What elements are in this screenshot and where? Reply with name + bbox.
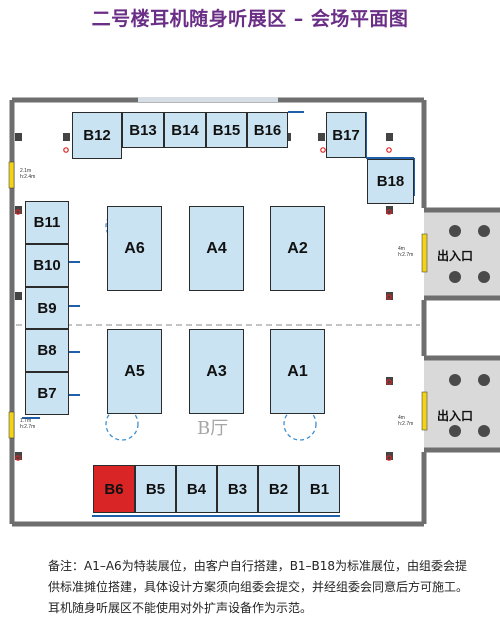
hydrant-marker	[386, 209, 392, 215]
booth-a2[interactable]: A2	[270, 206, 325, 291]
booth-a3[interactable]: A3	[189, 329, 244, 414]
hydrant-marker	[320, 147, 326, 153]
hydrant-marker	[386, 147, 392, 153]
door-marker	[421, 391, 428, 431]
booth-b6[interactable]: B6	[93, 465, 135, 513]
hydrant-marker	[15, 455, 21, 461]
booth-b8[interactable]: B8	[25, 329, 69, 372]
note-text: 备注：A1–A6为特装展位，由客户自行搭建，B1–B18为标准展位，由组委会提供…	[48, 559, 469, 615]
exit-pillar	[478, 225, 490, 237]
column	[63, 133, 70, 141]
booth-b12[interactable]: B12	[72, 112, 122, 159]
exit-room-bottom	[424, 358, 500, 450]
booth-b13[interactable]: B13	[122, 112, 164, 148]
column	[15, 133, 22, 141]
top-window	[138, 97, 278, 102]
hall-b-label: B厅	[197, 418, 229, 439]
hydrant-marker	[63, 147, 69, 153]
column	[318, 133, 325, 141]
hydrant-marker	[15, 209, 21, 215]
booth-b7[interactable]: B7	[25, 372, 69, 415]
hydrant-marker	[386, 455, 392, 461]
column	[15, 292, 22, 300]
exit-label-top: 出入口	[437, 249, 474, 263]
page-title: 二号楼耳机随身听展区 – 会场平面图	[91, 8, 409, 30]
column	[386, 133, 393, 141]
exit-pillar	[449, 271, 461, 283]
dashed-circle	[105, 407, 139, 441]
dashed-circle	[283, 407, 317, 441]
booth-b10[interactable]: B10	[25, 244, 69, 287]
booth-b2[interactable]: B2	[258, 465, 299, 513]
exit-pillar	[478, 425, 490, 437]
exit-label-bottom: 出入口	[437, 409, 474, 423]
column	[386, 292, 393, 300]
booth-b9[interactable]: B9	[25, 287, 69, 329]
booth-a1[interactable]: A1	[270, 329, 325, 414]
door-marker	[421, 233, 428, 273]
walls	[9, 97, 427, 527]
booth-b4[interactable]: B4	[176, 465, 217, 513]
hydrant-marker	[386, 379, 392, 385]
booth-a6[interactable]: A6	[107, 206, 162, 291]
exit-pillar	[478, 271, 490, 283]
exit-pillar	[449, 425, 461, 437]
booth-b14[interactable]: B14	[164, 112, 206, 148]
exit-pillar	[449, 374, 461, 386]
booth-b5[interactable]: B5	[135, 465, 176, 513]
booth-b11[interactable]: B11	[25, 201, 69, 244]
booth-b16[interactable]: B16	[247, 112, 288, 148]
booth-b1[interactable]: B1	[299, 465, 340, 513]
hydrant-marker	[386, 294, 392, 300]
booth-a5[interactable]: A5	[107, 329, 162, 414]
booth-b3[interactable]: B3	[217, 465, 258, 513]
booth-b15[interactable]: B15	[206, 112, 247, 148]
booth-b17[interactable]: B17	[326, 112, 366, 158]
exit-room-top	[424, 210, 500, 298]
floor-plan	[8, 97, 500, 527]
door-marker	[8, 411, 15, 439]
booth-b18[interactable]: B18	[367, 159, 414, 204]
booth-a4[interactable]: A4	[189, 206, 244, 291]
exit-pillar	[449, 225, 461, 237]
door-marker	[8, 161, 15, 189]
column	[386, 377, 393, 385]
exit-pillar	[478, 374, 490, 386]
